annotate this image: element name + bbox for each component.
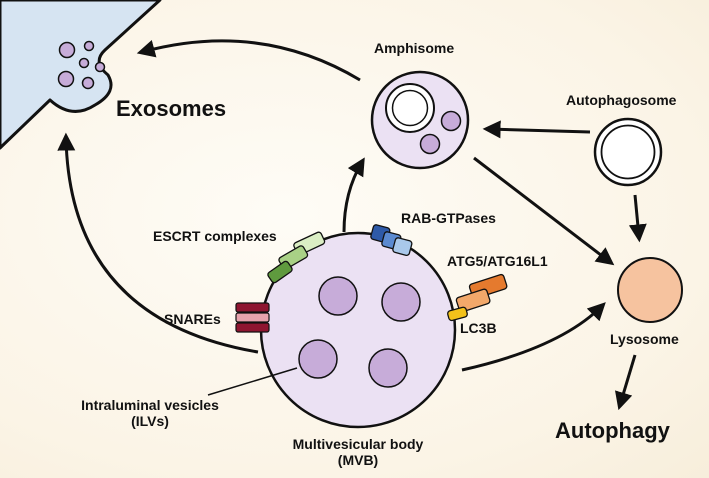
intraluminal-vesicle: [368, 348, 408, 388]
label-lc3b: LC3B: [460, 320, 497, 336]
intraluminal-vesicle: [381, 282, 421, 322]
exosome-vesicle: [94, 61, 106, 73]
arrow-autophagosome-to-amphisome: [482, 120, 591, 139]
label-mvb-line2: (MVB): [337, 452, 379, 469]
intraluminal-vesicle: [298, 339, 338, 379]
escrt-complexes: [267, 231, 326, 284]
autophagosome: [593, 117, 663, 187]
label-autophagosome: Autophagosome: [566, 92, 677, 108]
arrow-lysosome-to-autophagy: [615, 354, 637, 411]
label-atg5-atg16l1: ATG5/ATG16L1: [447, 253, 548, 269]
snares: [235, 302, 270, 333]
exosome-vesicle: [58, 41, 76, 59]
lc3b-marker: [447, 306, 468, 322]
label-ilv-line2: (ILVs): [131, 413, 169, 430]
label-amphisome: Amphisome: [374, 40, 455, 56]
cell-membrane-region: [0, 0, 162, 150]
intraluminal-vesicle: [318, 276, 358, 316]
exosome-vesicle: [78, 57, 90, 69]
label-exosomes: Exosomes: [116, 96, 227, 121]
exosome-vesicle: [83, 40, 95, 52]
amphisome-vesicle: [419, 133, 441, 155]
exosome-vesicle: [81, 76, 95, 90]
arrow-mvb-to-amphisome: [342, 157, 365, 233]
label-ilv-line1: Intraluminal vesicles: [81, 397, 219, 413]
amphisome-vesicle: [440, 110, 462, 132]
label-escrt-complexes: ESCRT complexes: [153, 228, 277, 244]
arrow-mvb-to-exosomes: [57, 132, 259, 354]
label-intraluminal-vesicles: Intraluminal vesicles (ILVs): [62, 397, 238, 429]
label-lysosome: Lysosome: [610, 331, 679, 347]
arrow-autophagosome-to-lysosome: [628, 194, 647, 243]
label-rab-gtpases: RAB-GTPases: [401, 210, 496, 226]
ilv-pointer-line: [207, 367, 298, 396]
amphisome: [370, 70, 470, 170]
exosome-vesicle: [57, 70, 75, 88]
label-autophagy: Autophagy: [555, 418, 670, 443]
atg5-atg16l1: [455, 273, 508, 313]
rab-gtpases: [370, 224, 413, 257]
label-snares: SNAREs: [164, 311, 221, 327]
multivesicular-body: [259, 231, 457, 429]
arrow-mvb-to-lysosome: [461, 302, 606, 372]
lysosome: [617, 257, 683, 323]
label-multivesicular-body: Multivesicular body (MVB): [270, 436, 446, 468]
arrow-amphisome-to-exosomes: [136, 39, 361, 82]
arrow-amphisome-to-lysosome: [473, 156, 615, 266]
exosome-vesicles: [57, 40, 106, 90]
label-mvb-line1: Multivesicular body: [292, 436, 424, 452]
